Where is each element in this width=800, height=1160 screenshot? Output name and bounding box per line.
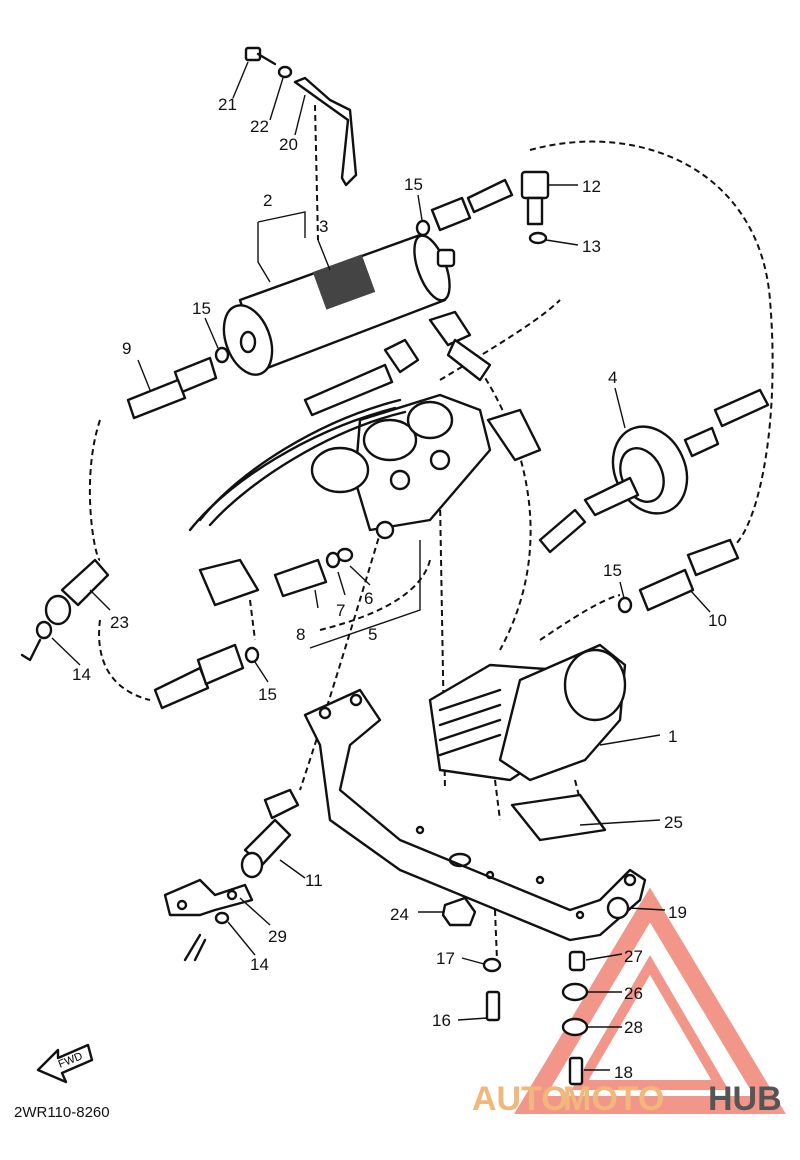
callout-14-left: 14 [72, 665, 91, 684]
fitting-10 [617, 538, 740, 614]
callout-20: 20 [279, 135, 298, 154]
callout-3: 3 [319, 217, 328, 236]
leader-lines [51, 61, 711, 1071]
callout-8: 8 [296, 625, 305, 644]
callout-23: 23 [110, 613, 129, 632]
callout-17: 17 [436, 949, 455, 968]
callout-15-left: 15 [192, 299, 211, 318]
callout-25: 25 [664, 813, 683, 832]
cylinder-pump [222, 233, 456, 376]
diagram-code: 2WR110-8260 [14, 1104, 110, 1121]
callout-9: 9 [122, 339, 131, 358]
callout-15-top: 15 [404, 175, 423, 194]
damper-4 [538, 388, 770, 554]
fitting-11 [240, 788, 300, 879]
abs-unit-1 [428, 643, 627, 782]
banjo-bolt-12 [520, 170, 550, 245]
fitting-15-top [415, 178, 514, 237]
callout-24: 24 [390, 905, 409, 924]
clamp-29 [163, 878, 254, 962]
callout-29: 29 [268, 927, 287, 946]
callout-19: 19 [668, 903, 687, 922]
fitting-23 [20, 558, 110, 662]
callout-28: 28 [624, 1018, 643, 1037]
callout-27: 27 [624, 947, 643, 966]
callout-21: 21 [218, 95, 237, 114]
callout-16: 16 [432, 1011, 451, 1030]
bracket-assembly [244, 46, 358, 187]
callout-6: 6 [364, 589, 373, 608]
callout-18: 18 [614, 1063, 633, 1082]
callout-12: 12 [582, 177, 601, 196]
callout-22: 22 [250, 117, 269, 136]
fitting-9 [126, 346, 230, 420]
watermark-logo [514, 887, 786, 1114]
callout-13: 13 [582, 237, 601, 256]
watermark-moto: MOTO [563, 1080, 664, 1118]
callout-labels: 21 22 20 2 3 15 12 13 15 9 4 15 23 8 7 6… [72, 95, 727, 1082]
callout-15-lower: 15 [258, 685, 277, 704]
front-direction-arrow: FWD [36, 1043, 94, 1084]
hydraulic-unit [188, 393, 542, 607]
callout-14-bottom: 14 [250, 955, 269, 974]
watermark-text: AUTO MOTO HUB [472, 1080, 782, 1118]
hose-lines [88, 104, 774, 961]
callout-4: 4 [608, 368, 617, 387]
callout-26: 26 [624, 984, 643, 1003]
callout-2: 2 [263, 191, 272, 210]
callout-7: 7 [336, 601, 345, 620]
watermark-auto: AUTO [472, 1080, 568, 1118]
callout-1: 1 [668, 727, 677, 746]
callout-15-right: 15 [603, 561, 622, 580]
switch-parts-6-7-8 [273, 547, 354, 598]
hardware-small [441, 896, 630, 1086]
fitting-15-lower [153, 643, 260, 710]
callout-11: 11 [305, 871, 323, 890]
watermark-hub: HUB [708, 1080, 782, 1118]
callout-10: 10 [708, 611, 727, 630]
hose-connector-upper [303, 310, 492, 417]
callout-5: 5 [368, 625, 377, 644]
